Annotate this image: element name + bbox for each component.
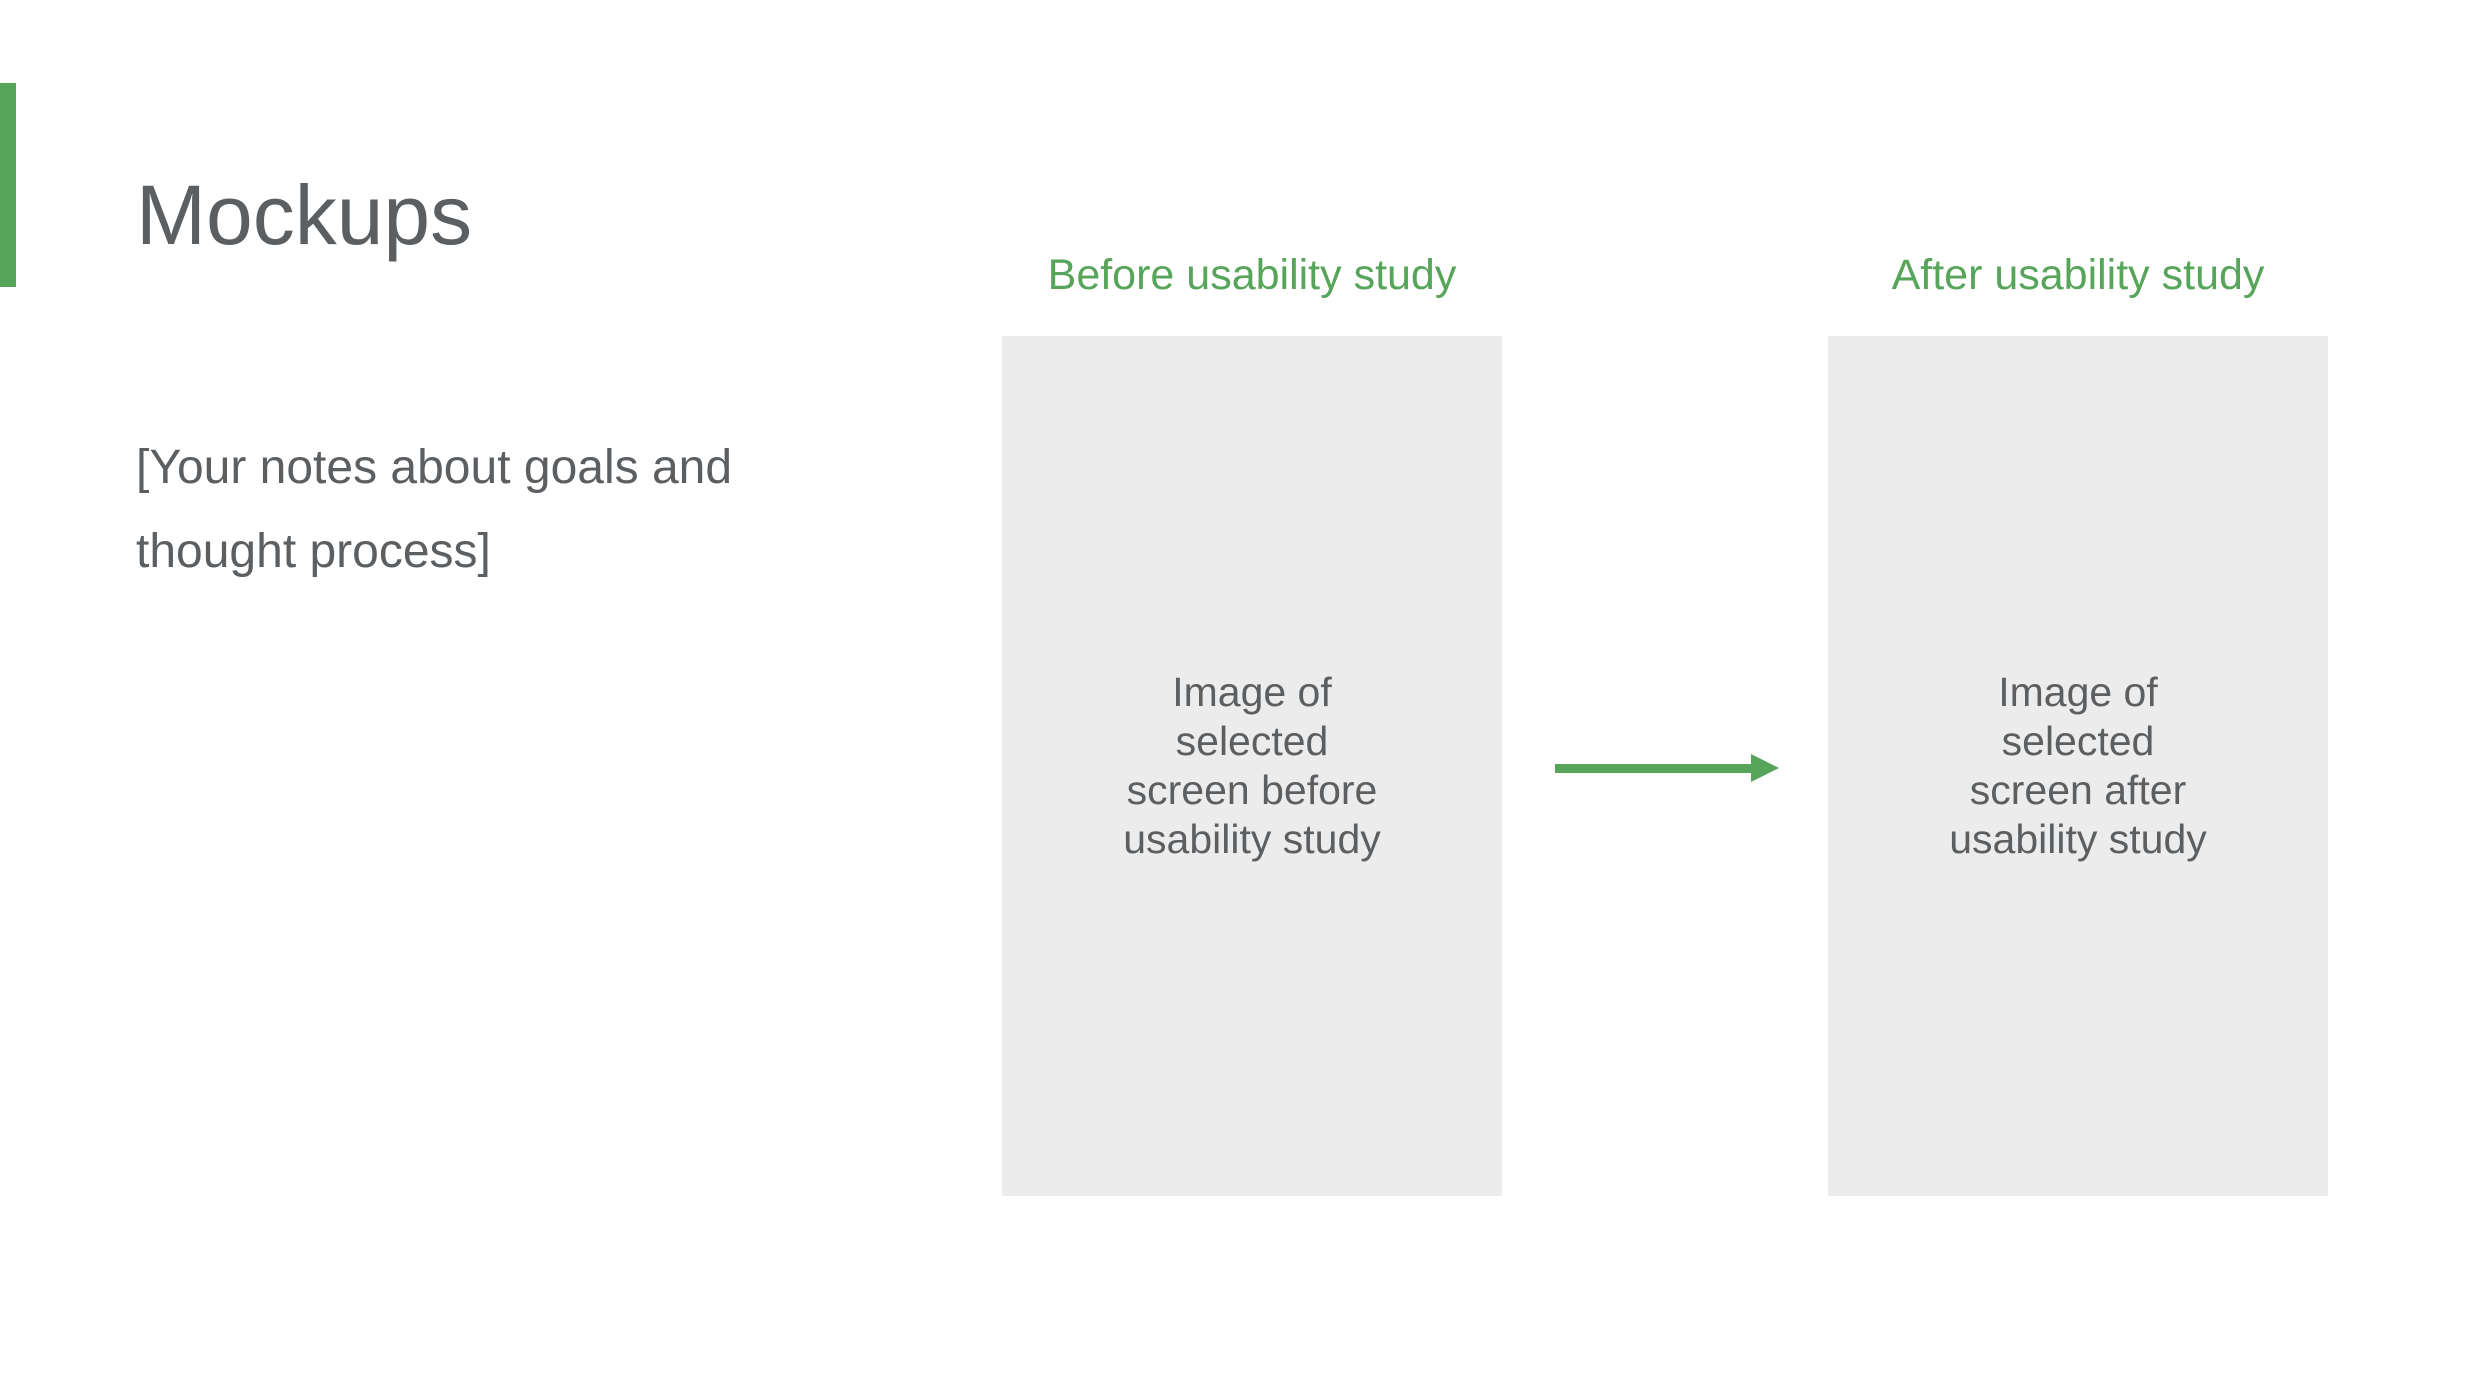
after-image-placeholder[interactable]: Image of selected screen after usability… bbox=[1828, 336, 2328, 1196]
accent-bar bbox=[0, 83, 16, 287]
notes-placeholder-text[interactable]: [Your notes about goals and thought proc… bbox=[136, 441, 733, 578]
after-placeholder-caption: Image of selected screen after usability… bbox=[1949, 669, 2207, 862]
before-label[interactable]: Before usability study bbox=[1047, 251, 1457, 299]
after-label[interactable]: After usability study bbox=[1891, 251, 2265, 299]
before-image-placeholder[interactable]: Image of selected screen before usabilit… bbox=[1002, 336, 1502, 1196]
slide-title[interactable]: Mockups bbox=[136, 168, 473, 262]
before-placeholder-caption: Image of selected screen before usabilit… bbox=[1123, 669, 1381, 862]
arrow-right-icon bbox=[1555, 754, 1779, 782]
arrow-shaft bbox=[1555, 764, 1751, 773]
arrow-head bbox=[1751, 754, 1779, 782]
